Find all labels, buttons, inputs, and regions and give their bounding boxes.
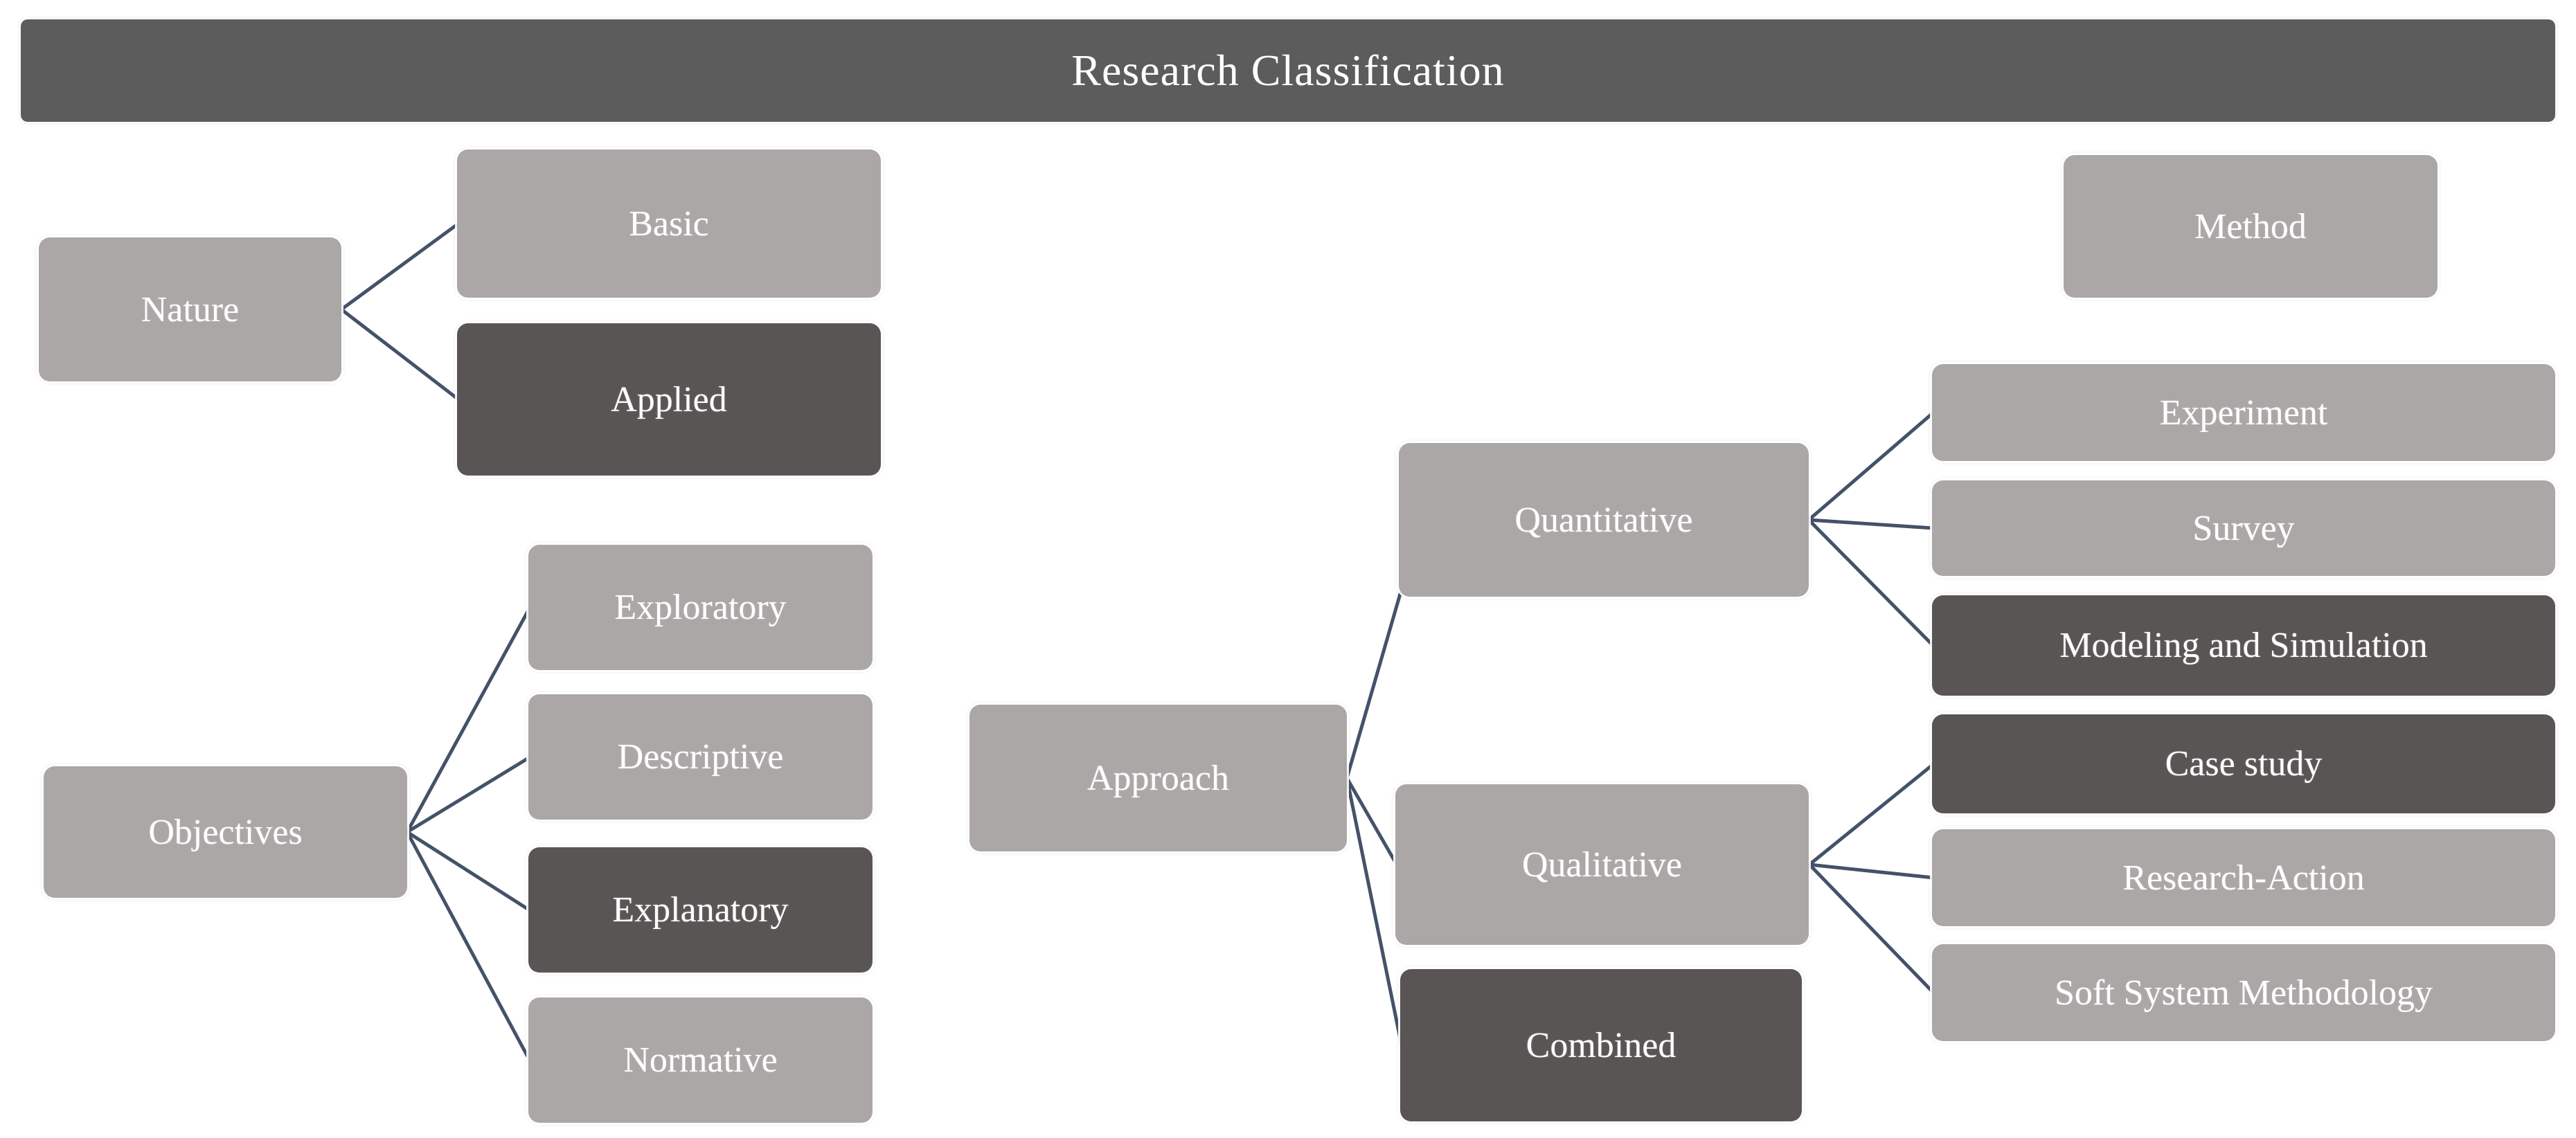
node-research-action: Research-Action: [1932, 829, 2555, 926]
node-exploratory: Exploratory: [528, 545, 873, 670]
node-applied-label: Applied: [611, 379, 727, 419]
connector-quantitative-experiment: [1807, 410, 1935, 522]
node-soft-system-methodology-label: Soft System Methodology: [2054, 973, 2433, 1013]
node-objectives-label: Objectives: [148, 812, 303, 852]
node-method: Method: [2064, 155, 2438, 298]
connector-quantitative-survey: [1807, 518, 1935, 530]
node-combined-label: Combined: [1526, 1025, 1676, 1065]
node-descriptive-label: Descriptive: [617, 737, 784, 777]
node-qualitative: Qualitative: [1395, 784, 1809, 945]
node-method-label: Method: [2194, 206, 2307, 246]
node-qualitative-label: Qualitative: [1521, 845, 1683, 885]
node-basic: Basic: [457, 150, 881, 298]
diagram-title-bar: Research Classification: [21, 19, 2555, 122]
connector-objectives-descriptive: [405, 755, 532, 834]
node-applied: Applied: [457, 323, 881, 476]
node-descriptive: Descriptive: [528, 694, 873, 820]
node-approach-label: Approach: [1086, 758, 1230, 798]
node-combined: Combined: [1400, 969, 1802, 1121]
node-quantitative: Quantitative: [1399, 443, 1809, 597]
connector-objectives-normative: [405, 830, 532, 1063]
node-experiment-label: Experiment: [2159, 392, 2328, 433]
node-nature: Nature: [39, 237, 341, 381]
node-case-study: Case study: [1932, 714, 2555, 813]
connector-qualitative-case-study: [1807, 762, 1935, 867]
node-modeling-and-simulation-label: Modeling and Simulation: [2059, 626, 2428, 665]
connector-qualitative-soft-system: [1807, 862, 1935, 995]
connector-qualitative-research-action: [1807, 862, 1935, 880]
connector-nature-applied: [339, 307, 460, 401]
node-soft-system-methodology: Soft System Methodology: [1932, 944, 2555, 1041]
node-objectives: Objectives: [44, 766, 407, 898]
connector-objectives-explanatory: [405, 830, 532, 912]
node-case-study-label: Case study: [2165, 744, 2323, 784]
node-experiment: Experiment: [1932, 364, 2555, 461]
connector-approach-qualitative: [1345, 776, 1399, 867]
connector-nature-basic: [339, 222, 460, 311]
node-explanatory-label: Explanatory: [612, 890, 789, 930]
node-nature-label: Nature: [141, 289, 240, 329]
node-basic-label: Basic: [629, 204, 709, 244]
diagram-title: Research Classification: [1071, 46, 1505, 95]
node-explanatory: Explanatory: [528, 847, 873, 973]
connector-approach-combined: [1345, 776, 1404, 1047]
node-normative-label: Normative: [623, 1040, 778, 1080]
connector-quantitative-modeling: [1807, 518, 1935, 648]
node-normative: Normative: [528, 997, 873, 1123]
node-survey: Survey: [1932, 480, 2555, 576]
node-approach: Approach: [969, 705, 1347, 851]
node-survey-label: Survey: [2192, 508, 2295, 548]
node-quantitative-label: Quantitative: [1514, 500, 1693, 540]
connector-approach-quantitative: [1345, 592, 1402, 780]
node-exploratory-label: Exploratory: [614, 588, 787, 627]
node-modeling-and-simulation: Modeling and Simulation: [1932, 595, 2555, 696]
node-research-action-label: Research-Action: [2122, 858, 2365, 898]
connector-objectives-exploratory: [405, 606, 532, 834]
